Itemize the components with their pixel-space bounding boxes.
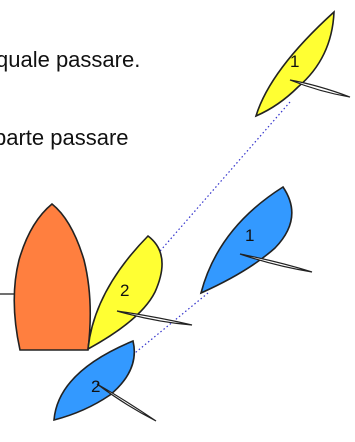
connector-yellow bbox=[153, 101, 291, 259]
orange-hull bbox=[13, 202, 92, 351]
boat-blue-1-label: 1 bbox=[245, 226, 254, 245]
boat-yellow-2: 2 bbox=[87, 234, 193, 351]
boat-yellow-1: 1 bbox=[254, 10, 351, 118]
boat-blue-2: 2 bbox=[53, 339, 157, 422]
boat-yellow-1-sail bbox=[289, 79, 351, 98]
boat-yellow-1-hull bbox=[254, 10, 335, 118]
boat-blue-2-label: 2 bbox=[91, 377, 100, 396]
connector-blue bbox=[129, 292, 209, 358]
boat-yellow-2-label: 2 bbox=[120, 281, 129, 300]
boat-blue-1: 1 bbox=[199, 185, 313, 295]
boat-yellow-2-hull bbox=[87, 234, 163, 351]
orange-boat bbox=[0, 202, 92, 351]
boat-blue-1-sail bbox=[239, 253, 313, 273]
boat-yellow-1-label: 1 bbox=[290, 52, 299, 71]
caption-line-1: quale passare. bbox=[0, 47, 141, 72]
boat-blue-2-hull bbox=[53, 339, 136, 422]
caption-line-2: parte passare bbox=[0, 125, 129, 150]
boat-blue-2-sail bbox=[96, 383, 157, 422]
boat-blue-1-hull bbox=[199, 185, 293, 295]
boat-yellow-2-sail bbox=[116, 310, 193, 326]
